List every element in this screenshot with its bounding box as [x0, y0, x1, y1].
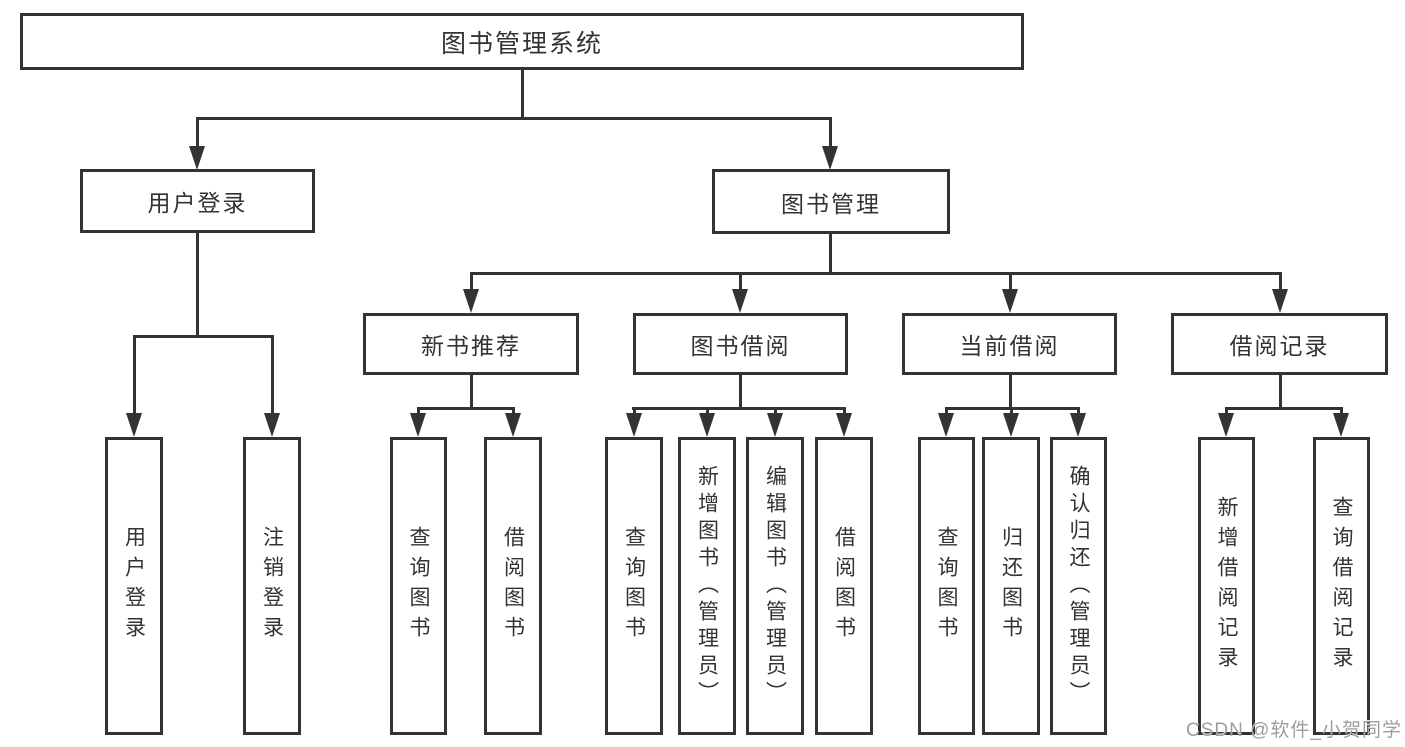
arrow-down-icon: [822, 146, 838, 170]
leaf-cb-query-book: 查询图书: [918, 437, 975, 735]
arrow-down-icon: [463, 289, 479, 313]
connector-line: [1009, 374, 1012, 409]
leaf-bb-borrow-book-label: 借阅图书: [832, 526, 856, 646]
connector-line: [1010, 407, 1013, 417]
node-user-login: 用户登录: [80, 169, 315, 233]
leaf-cb-confirm-return: 确认归还（管理员）: [1050, 437, 1107, 735]
leaf-br-query-record: 查询借阅记录: [1313, 437, 1370, 735]
connector-line: [1340, 407, 1343, 417]
arrow-down-icon: [836, 413, 852, 437]
leaf-br-query-record-label: 查询借阅记录: [1330, 496, 1353, 676]
connector-line: [739, 272, 742, 292]
leaf-bb-add-book-label: 新增图书（管理员）: [695, 464, 719, 708]
node-user-login-label: 用户登录: [147, 190, 248, 216]
connector-line: [1225, 407, 1343, 410]
leaf-br-add-record-label: 新增借阅记录: [1215, 496, 1238, 676]
leaf-user-login: 用户登录: [105, 437, 163, 735]
leaf-logout: 注销登录: [243, 437, 301, 735]
node-borrow-records: 借阅记录: [1171, 313, 1388, 375]
leaf-nbr-query-book-label: 查询图书: [407, 526, 430, 646]
connector-line: [945, 407, 948, 417]
connector-line: [417, 407, 420, 417]
connector-line: [470, 272, 1282, 275]
leaf-cb-query-book-label: 查询图书: [935, 526, 958, 646]
arrow-down-icon: [189, 146, 205, 170]
arrow-down-icon: [505, 413, 521, 437]
leaf-bb-query-book: 查询图书: [605, 437, 663, 735]
connector-line: [1225, 407, 1228, 417]
node-current-borrow-label: 当前借阅: [959, 333, 1060, 359]
node-root-label: 图书管理系统: [440, 29, 603, 58]
leaf-bb-edit-book-label: 编辑图书（管理员）: [763, 464, 787, 708]
node-book-borrow-label: 图书借阅: [690, 333, 791, 359]
leaf-br-add-record: 新增借阅记录: [1198, 437, 1255, 735]
connector-line: [133, 335, 136, 415]
connector-line: [739, 374, 742, 409]
connector-line: [774, 407, 777, 417]
connector-line: [1279, 272, 1282, 292]
leaf-bb-add-book: 新增图书（管理员）: [678, 437, 736, 735]
leaf-bb-edit-book: 编辑图书（管理员）: [746, 437, 804, 735]
connector-line: [196, 232, 199, 337]
arrow-down-icon: [126, 413, 142, 437]
arrow-down-icon: [1002, 289, 1018, 313]
connector-line: [632, 407, 845, 410]
arrow-down-icon: [1070, 413, 1086, 437]
connector-line: [843, 407, 846, 417]
node-new-book-recommend-label: 新书推荐: [421, 333, 521, 359]
arrow-down-icon: [410, 413, 426, 437]
arrow-down-icon: [1218, 413, 1234, 437]
leaf-nbr-borrow-book: 借阅图书: [484, 437, 542, 735]
connector-line: [470, 272, 473, 292]
connector-line: [512, 407, 515, 417]
connector-line: [521, 70, 524, 118]
node-book-borrow: 图书借阅: [633, 313, 848, 375]
connector-line: [196, 117, 832, 120]
leaf-cb-confirm-return-label: 确认归还（管理员）: [1067, 464, 1090, 708]
connector-line: [271, 335, 274, 415]
connector-line: [1077, 407, 1080, 417]
arrow-down-icon: [626, 413, 642, 437]
arrow-down-icon: [767, 413, 783, 437]
leaf-bb-query-book-label: 查询图书: [622, 526, 646, 646]
leaf-bb-borrow-book: 借阅图书: [815, 437, 873, 735]
node-new-book-recommend: 新书推荐: [363, 313, 579, 375]
node-book-management: 图书管理: [712, 169, 950, 234]
connector-line: [196, 117, 199, 149]
connector-line: [829, 233, 832, 274]
connector-line: [1279, 374, 1282, 409]
leaf-logout-label: 注销登录: [260, 526, 284, 646]
arrow-down-icon: [1333, 413, 1349, 437]
arrow-down-icon: [732, 289, 748, 313]
connector-line: [470, 374, 473, 409]
connector-line: [829, 117, 832, 149]
leaf-user-login-label: 用户登录: [122, 526, 146, 646]
arrow-down-icon: [264, 413, 280, 437]
connector-line: [417, 407, 515, 410]
arrow-down-icon: [938, 413, 954, 437]
arrow-down-icon: [1003, 413, 1019, 437]
arrow-down-icon: [699, 413, 715, 437]
leaf-nbr-query-book: 查询图书: [390, 437, 447, 735]
node-book-management-label: 图书管理: [781, 190, 881, 217]
leaf-cb-return-book-label: 归还图书: [999, 526, 1023, 646]
arrow-down-icon: [1272, 289, 1288, 313]
leaf-nbr-borrow-book-label: 借阅图书: [501, 526, 525, 646]
connector-line: [633, 407, 636, 417]
watermark: CSDN @软件_小贺同学: [1186, 720, 1402, 741]
node-borrow-records-label: 借阅记录: [1229, 333, 1330, 359]
connector-line: [706, 407, 709, 417]
connector-line: [1009, 272, 1012, 292]
node-root: 图书管理系统: [20, 13, 1024, 70]
node-current-borrow: 当前借阅: [902, 313, 1117, 375]
connector-line: [133, 335, 274, 338]
leaf-cb-return-book: 归还图书: [982, 437, 1040, 735]
